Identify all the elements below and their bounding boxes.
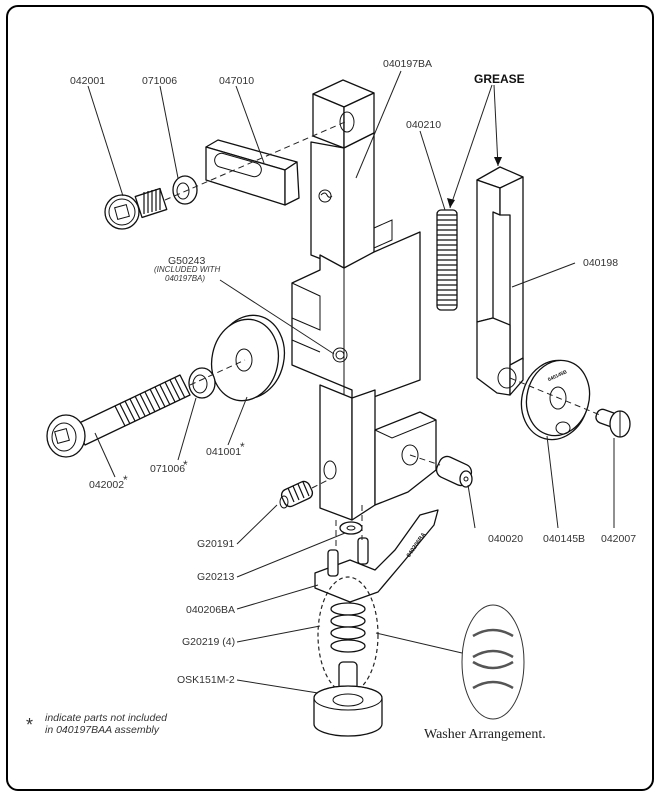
label-040198: 040198 <box>583 257 618 269</box>
part-040206BA-drawing: 040206BA <box>314 509 439 603</box>
label-040206BA: 040206BA <box>186 604 235 616</box>
part-071006-top-drawing <box>172 175 198 205</box>
grease-label: GREASE <box>474 72 525 86</box>
label-042007: 042007 <box>601 533 636 545</box>
footnote-line2: in 040197BAA assembly <box>45 724 160 736</box>
part-G20219-drawing <box>317 576 379 694</box>
axis-line-setscrew <box>311 479 329 489</box>
washer-arrangement-caption: Washer Arrangement. <box>424 727 546 742</box>
label-040020: 040020 <box>488 533 523 545</box>
star-041001: * <box>240 440 245 454</box>
label-071006-top: 071006 <box>142 75 177 87</box>
part-040020-drawing <box>435 455 473 488</box>
axis-line-top <box>164 121 346 201</box>
part-041001-drawing <box>210 314 286 402</box>
part-042001-drawing <box>104 187 168 230</box>
label-G50243: G50243 <box>168 255 206 267</box>
label-G20219: G20219 (4) <box>182 636 235 648</box>
star-042002: * <box>123 473 128 487</box>
part-040210-drawing <box>436 209 458 311</box>
part-040198-drawing <box>476 166 524 396</box>
axis-line-left <box>189 359 246 386</box>
label-040197BA: 040197BA <box>383 58 432 70</box>
label-G50243-note-line1: (INCLUDED WITH <box>154 265 220 274</box>
label-042001: 042001 <box>70 75 105 87</box>
star-071006-lower: * <box>183 458 188 472</box>
label-041001: 041001 <box>206 446 241 458</box>
label-OSK151M-2: OSK151M-2 <box>177 674 235 686</box>
footnote-asterisk-icon: * <box>26 715 33 735</box>
part-OSK151M-2-drawing <box>313 661 383 737</box>
part-071006-lower-drawing <box>188 367 216 399</box>
label-G20191: G20191 <box>197 538 235 550</box>
label-040210: 040210 <box>406 119 441 131</box>
footnote-line1: indicate parts not included <box>45 712 168 724</box>
part-040145B-drawing: 040145B <box>520 359 591 441</box>
part-042002-drawing <box>46 374 191 458</box>
label-042002: 042002 <box>89 479 124 491</box>
part-040197BA-drawing <box>291 79 437 521</box>
part-G20213-drawing <box>339 521 363 535</box>
label-047010: 047010 <box>219 75 254 87</box>
label-G50243-note-line2: 040197BA) <box>165 274 205 283</box>
label-071006-lower: 071006 <box>150 463 185 475</box>
label-G20213: G20213 <box>197 571 235 583</box>
diagram-frame <box>6 5 654 791</box>
axis-line-right <box>509 377 601 416</box>
label-040145B: 040145B <box>543 533 585 545</box>
washer-arrangement-inset <box>461 604 525 720</box>
leader-lines <box>87 70 615 694</box>
part-047010-drawing <box>205 139 300 206</box>
axis-line-pin <box>409 454 441 466</box>
part-G20191-drawing <box>279 480 314 509</box>
part-042007-drawing <box>595 408 631 438</box>
